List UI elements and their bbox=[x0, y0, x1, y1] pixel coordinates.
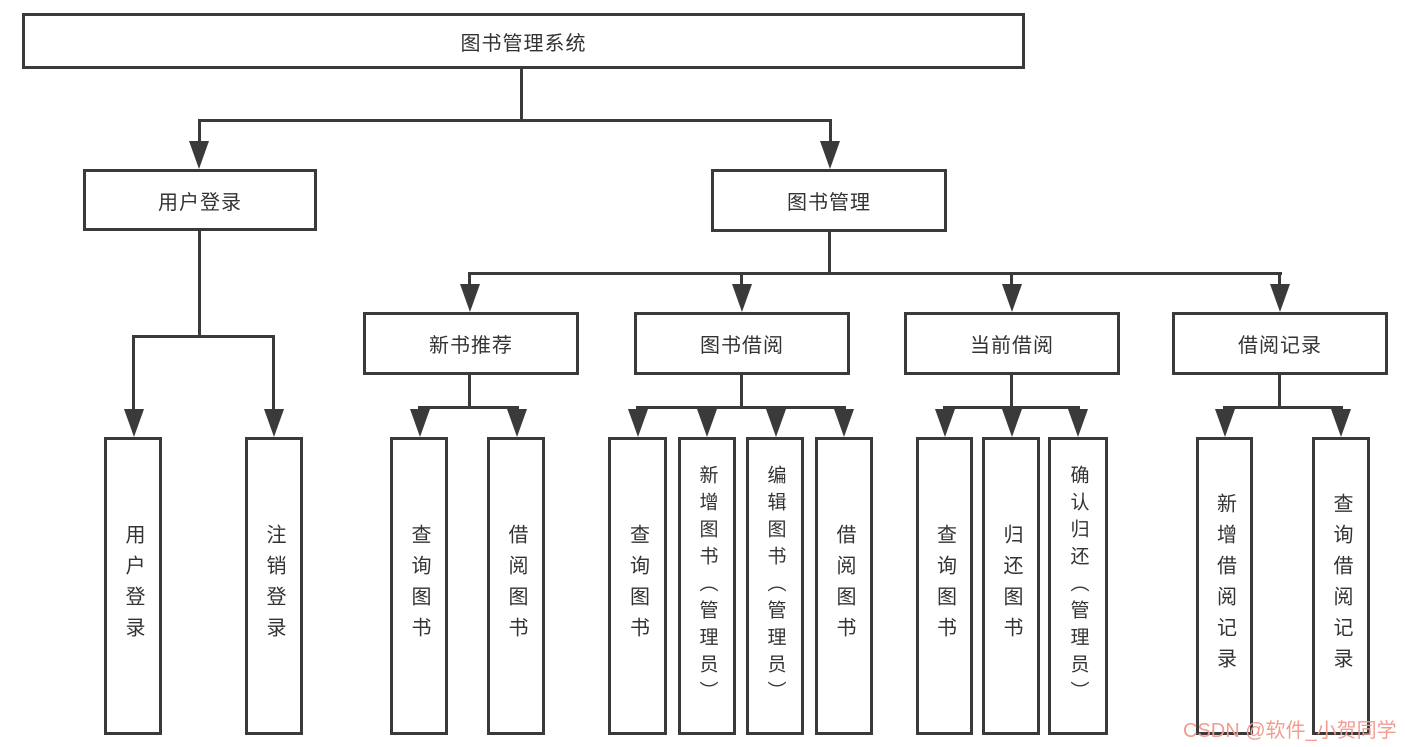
leaf-query-books: 查询图书 bbox=[916, 437, 973, 735]
arrow-down-icon bbox=[410, 409, 430, 437]
leaf-query-books: 查询图书 bbox=[390, 437, 448, 735]
leaf-logout: 注销登录 bbox=[245, 437, 303, 735]
arrow-down-icon bbox=[460, 284, 480, 312]
arrow-down-icon bbox=[628, 409, 648, 437]
arrow-down-icon bbox=[1002, 284, 1022, 312]
node-current-borrow: 当前借阅 bbox=[904, 312, 1120, 375]
leaf-add-borrow-record: 新增借阅记录 bbox=[1196, 437, 1253, 735]
connector-stem bbox=[468, 375, 471, 408]
arrow-down-icon bbox=[834, 409, 854, 437]
arrow-down-icon bbox=[1270, 284, 1290, 312]
connector-user-login-bus bbox=[132, 335, 275, 338]
node-new-book-rec: 新书推荐 bbox=[363, 312, 579, 375]
node-borrow-records: 借阅记录 bbox=[1172, 312, 1388, 375]
arrow-down-icon bbox=[189, 141, 209, 169]
connector-drop-level3 bbox=[1278, 272, 1281, 290]
leaf-add-books-admin: 新增图书（管理员） bbox=[678, 437, 736, 735]
leaf-edit-books-admin: 编辑图书（管理员） bbox=[746, 437, 804, 735]
connector-drop-level3 bbox=[740, 272, 743, 290]
arrow-down-icon bbox=[732, 284, 752, 312]
arrow-down-icon bbox=[935, 409, 955, 437]
connector-book-mgmt-bus bbox=[468, 272, 1282, 275]
connector-user-login-stem bbox=[198, 231, 201, 338]
arrow-down-icon bbox=[264, 409, 284, 437]
arrow-down-icon bbox=[766, 409, 786, 437]
leaf-user-login: 用户登录 bbox=[104, 437, 162, 735]
connector-stem bbox=[1010, 375, 1013, 408]
csdn-watermark: CSDN @软件_小贺同学 bbox=[1183, 720, 1397, 742]
connector-stem bbox=[1278, 375, 1281, 408]
arrow-down-icon bbox=[697, 409, 717, 437]
connector-book-mgmt-stem bbox=[828, 232, 831, 274]
connector-bus bbox=[418, 406, 519, 409]
arrow-down-icon bbox=[507, 409, 527, 437]
arrow-down-icon bbox=[1068, 409, 1088, 437]
connector-stem bbox=[740, 375, 743, 408]
leaf-query-books: 查询图书 bbox=[608, 437, 667, 735]
arrow-down-icon bbox=[124, 409, 144, 437]
connector-drop-book-mgmt bbox=[829, 119, 832, 147]
connector-drop-level3 bbox=[468, 272, 471, 290]
leaf-borrow-books: 借阅图书 bbox=[487, 437, 545, 735]
arrow-down-icon bbox=[1215, 409, 1235, 437]
arrow-down-icon bbox=[1002, 409, 1022, 437]
node-book-borrow: 图书借阅 bbox=[634, 312, 850, 375]
leaf-borrow-books: 借阅图书 bbox=[815, 437, 873, 735]
leaf-query-borrow-record: 查询借阅记录 bbox=[1312, 437, 1370, 735]
connector-drop-leaf bbox=[132, 335, 135, 415]
leaf-return-books: 归还图书 bbox=[982, 437, 1040, 735]
connector-drop-leaf bbox=[272, 335, 275, 415]
arrow-down-icon bbox=[820, 141, 840, 169]
connector-bus bbox=[1223, 406, 1343, 409]
connector-bus bbox=[636, 406, 846, 409]
node-book-mgmt: 图书管理 bbox=[711, 169, 947, 232]
leaf-confirm-return-admin: 确认归还（管理员） bbox=[1048, 437, 1108, 735]
node-root: 图书管理系统 bbox=[22, 13, 1025, 69]
connector-drop-level3 bbox=[1010, 272, 1013, 290]
connector-root-bus bbox=[198, 119, 832, 122]
node-user-login: 用户登录 bbox=[83, 169, 317, 231]
arrow-down-icon bbox=[1331, 409, 1351, 437]
connector-root-stem bbox=[520, 69, 523, 121]
connector-drop-user-login bbox=[198, 119, 201, 147]
